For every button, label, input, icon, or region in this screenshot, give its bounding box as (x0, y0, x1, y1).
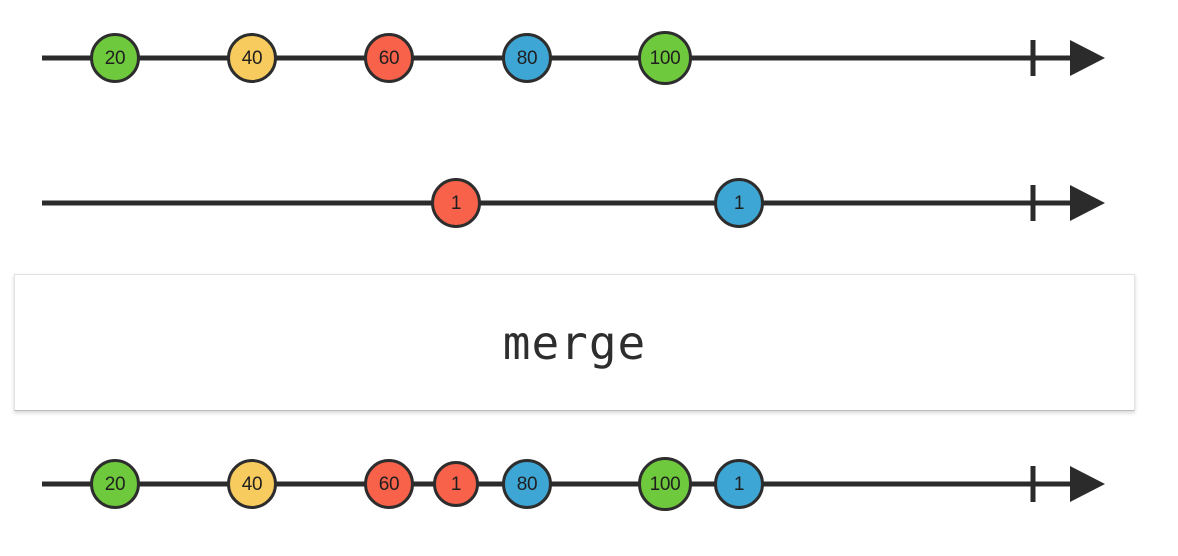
timeline-axis-source-2 (42, 185, 1105, 221)
marble-source-2-0[interactable]: 1 (431, 178, 481, 228)
marble-source-1-1[interactable]: 40 (227, 33, 277, 83)
arrow-head-icon (1070, 40, 1105, 76)
marble-result-0[interactable]: 20 (90, 459, 140, 509)
marble-label: 60 (378, 473, 400, 495)
operator-box: merge (14, 274, 1135, 411)
marble-label: 20 (104, 47, 126, 69)
marble-label: 1 (450, 473, 462, 495)
marble-source-1-3[interactable]: 80 (502, 33, 552, 83)
marble-source-1-0[interactable]: 20 (90, 33, 140, 83)
marble-label: 1 (450, 192, 462, 214)
marble-source-1-4[interactable]: 100 (638, 31, 692, 85)
marble-result-1[interactable]: 40 (227, 459, 277, 509)
operator-label: merge (502, 315, 647, 370)
marble-label: 80 (516, 473, 538, 495)
marble-label: 1 (733, 473, 745, 495)
timeline-source-1: 20 40 60 80 100 (0, 10, 1178, 106)
marble-label: 80 (516, 47, 538, 69)
marble-label: 1 (733, 192, 745, 214)
marble-source-2-1[interactable]: 1 (714, 178, 764, 228)
marble-label: 40 (241, 47, 263, 69)
marble-result-6[interactable]: 1 (714, 459, 764, 509)
arrow-head-icon (1070, 466, 1105, 502)
marble-label: 60 (378, 47, 400, 69)
marble-label: 20 (104, 473, 126, 495)
timeline-axis-source-1 (42, 40, 1105, 76)
timeline-result: 20 40 60 1 80 100 1 (0, 436, 1178, 532)
marble-result-2[interactable]: 60 (364, 459, 414, 509)
marble-result-5[interactable]: 100 (638, 457, 692, 511)
marble-result-3[interactable]: 1 (433, 461, 479, 507)
marble-label: 100 (649, 473, 681, 495)
marble-label: 40 (241, 473, 263, 495)
marble-label: 100 (649, 47, 681, 69)
marble-source-1-2[interactable]: 60 (364, 33, 414, 83)
arrow-head-icon (1070, 185, 1105, 221)
marble-result-4[interactable]: 80 (502, 459, 552, 509)
timeline-axis-result (42, 466, 1105, 502)
